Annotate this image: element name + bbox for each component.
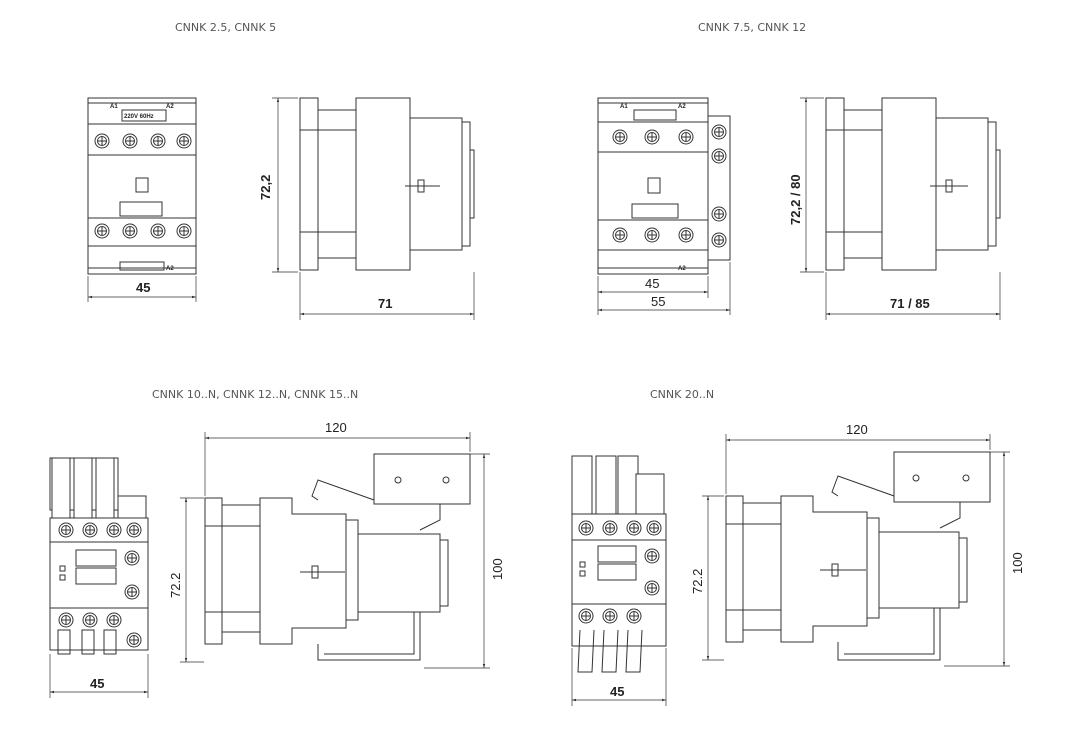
terminal-a2-bottom-label: A2	[166, 266, 174, 272]
panel-1-side-view	[299, 97, 475, 271]
panel-4-front-view	[571, 455, 667, 673]
panel-1-front-view: 220V 60Hz A1 A2 A2	[87, 97, 197, 275]
coil-voltage-label: 220V 60Hz	[124, 114, 154, 120]
panel-4-height-label: 72.2	[690, 569, 705, 594]
panel-1-side-height-dimension: 72,2	[258, 97, 298, 273]
panel-2-height-label: 72,2 / 80	[788, 174, 803, 225]
panel-1-width-label: 45	[136, 280, 150, 295]
panel-3-overall-height-dimension: 100	[424, 453, 505, 669]
panel-3-overall-height-label: 100	[490, 558, 505, 580]
panel-1-depth-label: 71	[378, 296, 392, 311]
panel-3-side-view	[204, 453, 471, 661]
terminal-a2-label: A2	[678, 104, 686, 110]
panel-title-2: CNNK 7.5, CNNK 12	[698, 21, 807, 34]
panel-4-depth-dimension: 120	[725, 422, 991, 494]
panel-title-4: CNNK 20..N	[650, 388, 715, 401]
terminal-a1-label: A1	[110, 104, 118, 110]
panel-2-side-depth-dimension: 71 / 85	[825, 272, 1001, 320]
panel-3-depth-dimension: 120	[204, 420, 471, 496]
panel-4-width-label: 45	[610, 684, 624, 699]
panel-4-side-view	[725, 451, 991, 661]
panel-2-side-view	[825, 97, 1001, 271]
panel-3-front-view	[49, 457, 149, 655]
panel-3-height-dimension: 72.2	[168, 497, 204, 663]
panel-4-front-width-dimension: 45	[571, 648, 667, 706]
panel-4-depth-label: 120	[846, 422, 868, 437]
panel-3-height-label: 72.2	[168, 573, 183, 598]
panel-3-front-width-dimension: 45	[49, 654, 149, 698]
panel-2-front-width-dimension: 45 55	[597, 262, 731, 315]
panel-3-depth-label: 120	[325, 420, 347, 435]
panel-1-front-width-dimension: 45	[87, 276, 197, 302]
panel-2-depth-label: 71 / 85	[890, 296, 930, 311]
panel-2-width-label: 45	[645, 276, 659, 291]
panel-4-overall-height-dimension: 100	[944, 451, 1025, 667]
panel-4-overall-height-label: 100	[1010, 552, 1025, 574]
panel-title-3: CNNK 10..N, CNNK 12..N, CNNK 15..N	[152, 388, 359, 401]
panel-2-front-view: A1 A2 A2	[597, 97, 731, 275]
panel-title-1: CNNK 2.5, CNNK 5	[175, 21, 277, 34]
terminal-a2-bottom-label: A2	[678, 266, 686, 272]
terminal-a2-label: A2	[166, 104, 174, 110]
panel-2-side-height-dimension: 72,2 / 80	[788, 97, 824, 273]
terminal-a1-label: A1	[620, 104, 628, 110]
panel-1-side-depth-dimension: 71	[299, 272, 475, 320]
panel-1-height-label: 72,2	[258, 175, 273, 200]
panel-4-height-dimension: 72.2	[690, 495, 724, 661]
panel-3-width-label: 45	[90, 676, 104, 691]
panel-2-overall-width-label: 55	[651, 294, 665, 309]
